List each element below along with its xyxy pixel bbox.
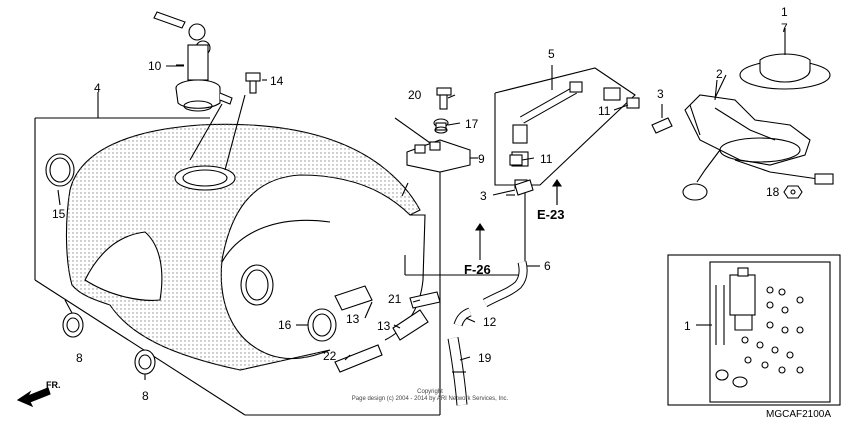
callout-3-lower: 3: [480, 189, 487, 203]
callout-1: 1: [781, 5, 788, 19]
copyright-notice: Copyright Page design (c) 2004 - 2014 by…: [330, 389, 530, 403]
copyright-line-2: Page design (c) 2004 - 2014 by ARI Netwo…: [351, 396, 509, 403]
tank-box-bottom-line: [34, 279, 246, 416]
callout-11-upper: 11: [598, 104, 611, 118]
bolt-20: [436, 87, 452, 110]
callout-20: 20: [408, 88, 422, 102]
callout-9: 9: [478, 152, 485, 166]
callout-3-right: 3: [657, 87, 664, 101]
callout-13-upper: 13: [346, 312, 360, 326]
rubber-8-right: [134, 349, 156, 375]
bracket-9: [406, 139, 478, 173]
pad-21: [409, 291, 441, 309]
callout-15: 15: [52, 207, 66, 221]
hose-6: [482, 260, 540, 307]
reference-f26: F-26: [464, 262, 491, 277]
nut-18: [783, 185, 803, 199]
callout-5: 5: [548, 47, 555, 61]
callout-11-lower: 11: [540, 152, 553, 166]
pump-cover-7: [739, 28, 831, 90]
callout-8-left: 8: [76, 351, 83, 365]
emblem-16: [307, 308, 337, 342]
callout-13-lower: 13: [377, 319, 391, 333]
cap-15: [45, 153, 75, 206]
tube-19: [447, 337, 468, 406]
front-label: FR.: [46, 380, 61, 390]
clip-11-upper: [613, 97, 640, 111]
key-cylinder-10: [153, 11, 246, 171]
callout-6: 6: [544, 259, 551, 273]
hose-12: [453, 307, 472, 327]
front-arrow-icon: [16, 387, 51, 408]
clip-3-lower: [514, 179, 534, 196]
clip-11-lower: [509, 154, 523, 166]
pad-13-lower: [392, 309, 429, 341]
pad-22: [334, 344, 383, 373]
ref-arrow-f26: [474, 223, 486, 260]
inset-box: [667, 254, 841, 406]
callout-18: 18: [766, 185, 780, 199]
callout-4: 4: [94, 81, 101, 95]
callout-22: 22: [323, 349, 337, 363]
ref-arrow-e23: [551, 179, 563, 205]
callout-7: 7: [781, 21, 788, 35]
hose-assembly-5: [494, 67, 636, 205]
clip-3-right: [651, 104, 673, 134]
callout-17: 17: [465, 117, 479, 131]
grommet-17: [433, 118, 449, 134]
callout-19: 19: [478, 351, 492, 365]
callout-12: 12: [483, 315, 497, 329]
callout-10: 10: [148, 59, 162, 73]
callout-16: 16: [278, 318, 292, 332]
callout-21: 21: [388, 292, 402, 306]
callout-8-right: 8: [142, 389, 149, 403]
copyright-line-1: Copyright: [417, 389, 443, 395]
callout-2: 2: [716, 67, 723, 81]
diagram-code: MGCAF2100A: [766, 409, 832, 420]
callout-14: 14: [270, 74, 284, 88]
rubber-8-left: [62, 312, 84, 338]
fuel-tank-cover: [65, 123, 426, 371]
bolt-14: [245, 72, 267, 94]
fuel-pump-2: [682, 79, 834, 201]
pad-13-upper: [334, 285, 373, 311]
reference-e23: E-23: [537, 207, 565, 222]
callout-1-inset: 1: [684, 319, 691, 333]
inset-pump-kit: [696, 261, 831, 403]
